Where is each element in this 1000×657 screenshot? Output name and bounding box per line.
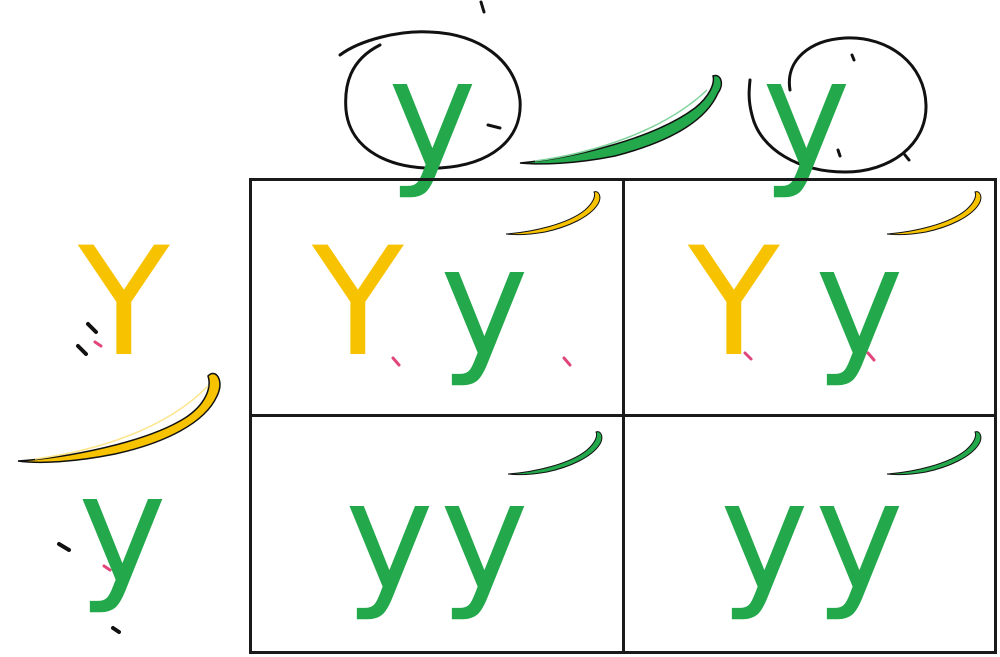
side-allele-2: y [78, 443, 167, 617]
top-allele-2: y [762, 28, 851, 202]
cell-4-allele-1: y [720, 450, 809, 624]
green-pea-pod-icon [519, 74, 723, 165]
cell-1-yellow-pod-icon [505, 191, 601, 236]
cell-3-green-pod-icon [507, 431, 603, 476]
cell-2-allele-1: Y [688, 216, 780, 390]
yellow-pea-pod-icon [17, 372, 221, 464]
cell-1-allele-1: Y [312, 216, 404, 390]
cell-4-green-pod-icon [886, 431, 982, 476]
cell-3-allele-2: y [440, 450, 529, 624]
cell-2-allele-2: y [815, 216, 904, 390]
grid-divider-horizontal [249, 414, 997, 417]
cell-1-allele-2: y [440, 216, 529, 390]
side-allele-1: Y [78, 216, 170, 390]
top-allele-1: y [388, 28, 477, 202]
cell-3-allele-1: y [345, 450, 434, 624]
cell-4-allele-2: y [815, 450, 904, 624]
cell-2-yellow-pod-icon [886, 191, 982, 236]
